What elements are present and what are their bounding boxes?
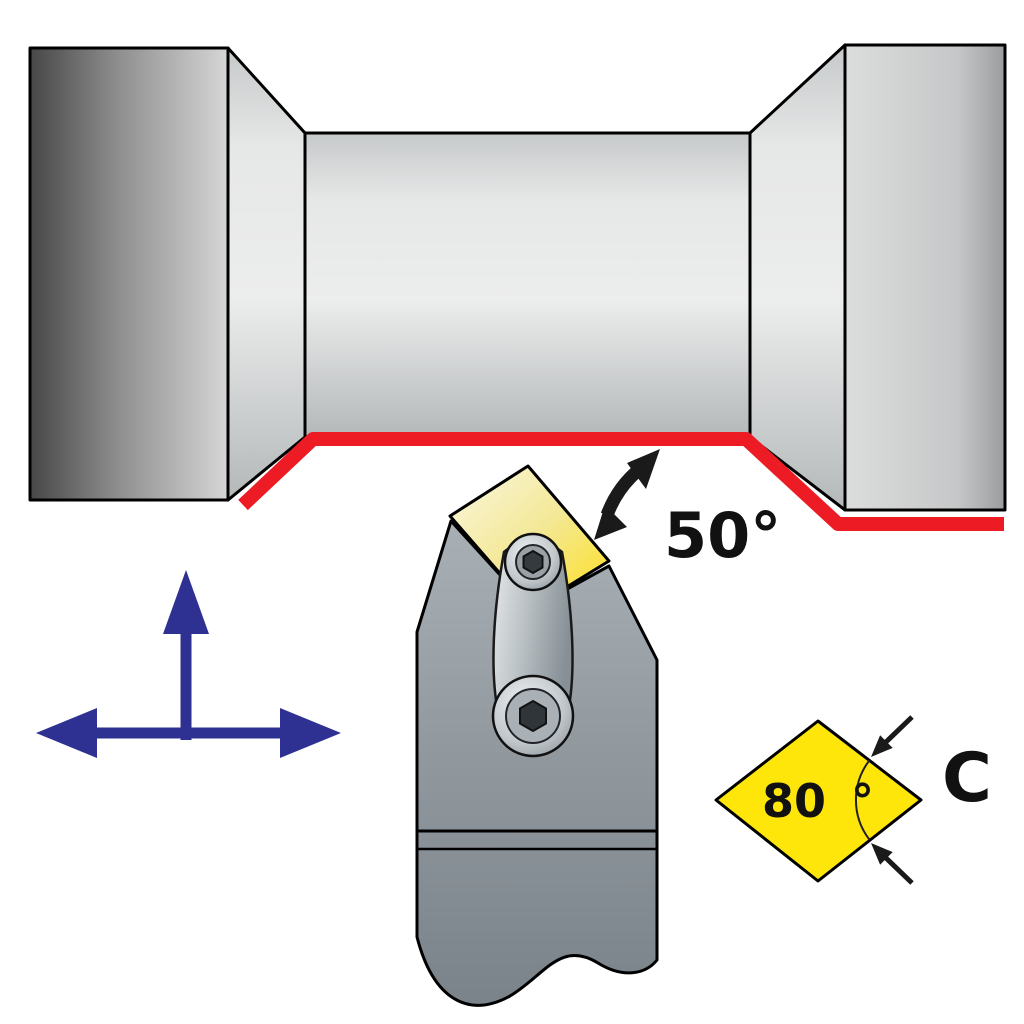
feed-arrow-up-head	[163, 570, 209, 634]
feed-arrow-right-head	[280, 708, 341, 758]
insert-shape-diagram: 80 ° C	[714, 715, 992, 885]
workpiece-left-block	[28, 46, 230, 502]
approach-angle-arrowhead-up-icon	[627, 449, 660, 489]
feed-direction-arrows	[36, 570, 341, 758]
feed-arrow-horizontal-shaft	[92, 727, 288, 739]
insert-angle-bottom-arrowhead-icon	[871, 843, 893, 865]
clamp-screw-hex-socket-icon	[519, 699, 547, 733]
insert-angle-arc	[855, 759, 871, 841]
toolpath-line	[238, 432, 1004, 531]
approach-angle-callout: 50°	[594, 449, 781, 572]
insert-screw-hex-socket-icon	[522, 549, 544, 575]
workpiece	[28, 43, 1007, 512]
insert-angle-top-arrow-tail	[884, 715, 914, 744]
insert-angle-value: 80	[762, 774, 826, 828]
feed-arrow-vertical-shaft	[180, 630, 192, 740]
insert-shape-code: C	[942, 739, 992, 818]
insert-angle-label: 80 °	[762, 774, 874, 828]
insert-center-screw	[503, 532, 563, 592]
approach-angle-label: 50°	[664, 499, 781, 572]
workpiece-middle-cylinder	[303, 131, 752, 439]
clamp-screw	[491, 674, 575, 758]
insert-angle-bottom-arrow-tail	[884, 856, 914, 885]
feed-arrow-left-head	[36, 708, 97, 758]
workpiece-right-block	[843, 43, 1007, 512]
insert-angle-top-arrowhead-icon	[871, 735, 893, 757]
workpiece-left-taper	[226, 46, 307, 502]
insert-angle-degree: °	[851, 774, 874, 828]
tool-holder-body	[415, 519, 659, 1007]
tool-holder	[415, 519, 659, 1007]
workpiece-right-taper	[748, 43, 847, 512]
approach-angle-arrowhead-down-icon	[594, 505, 627, 540]
